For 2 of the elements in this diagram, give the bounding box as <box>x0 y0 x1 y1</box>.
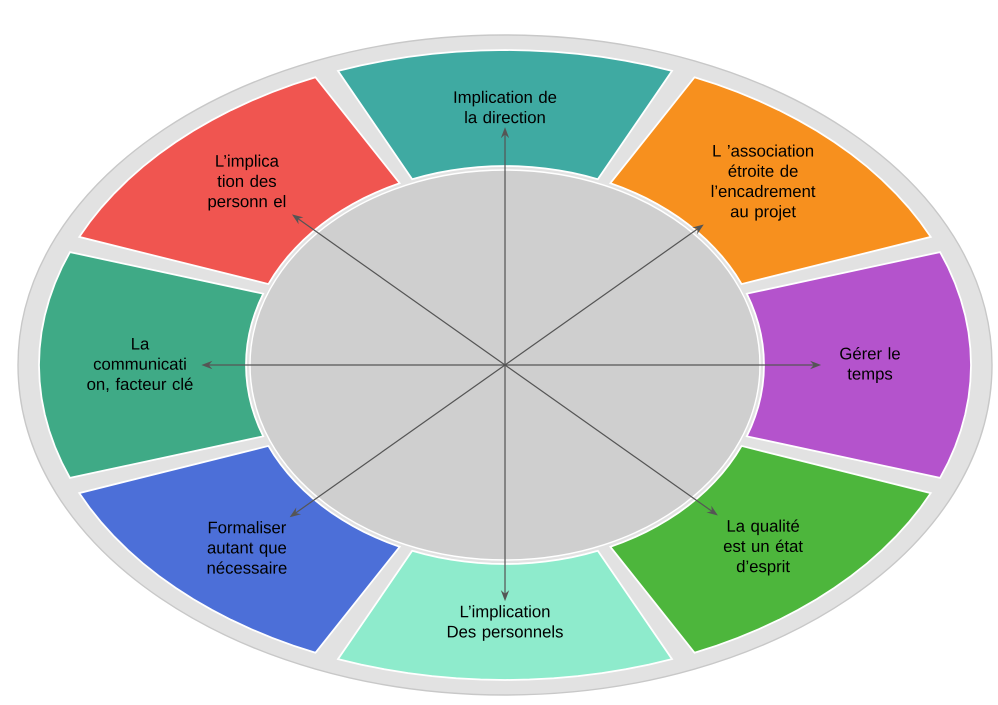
segment: Gérer le temps <box>746 251 972 479</box>
segment: La communicati on, facteur clé <box>38 251 264 479</box>
